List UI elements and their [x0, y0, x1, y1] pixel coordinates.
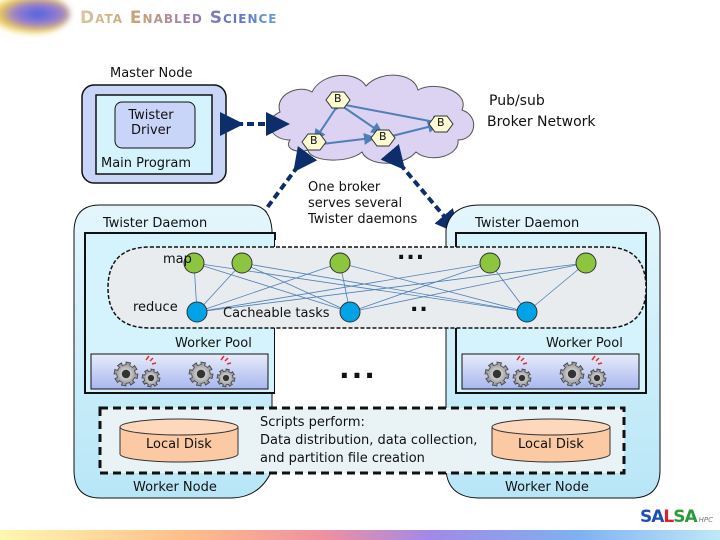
task-link [526, 262, 587, 313]
gear-icon [512, 368, 532, 388]
middle-ellipsis: ... [339, 352, 377, 385]
map-task-node [575, 252, 597, 274]
task-links [193, 262, 587, 313]
twister-daemon-left-label: Twister Daemon [103, 216, 208, 231]
gear-icon [484, 361, 510, 387]
map-label: map [163, 252, 192, 267]
broker-network-label: Pub/sub Broker Network [487, 91, 596, 133]
broker-node [325, 91, 351, 109]
gear-icon [587, 368, 607, 388]
broker-connections [220, 112, 460, 235]
task-link [349, 262, 491, 313]
footer-gradient-strip [0, 530, 720, 540]
broker-label: B [310, 134, 318, 147]
scripts-line3: and partition file creation [260, 451, 425, 466]
gear-icon [216, 368, 236, 388]
reduce-task-node [516, 301, 538, 323]
task-link [241, 262, 528, 313]
footer-logo-part2: L [663, 507, 674, 527]
reduce-task-node [339, 301, 361, 323]
task-link [196, 262, 587, 313]
gear-icon [113, 361, 139, 387]
broker-daemon-left-arrow [247, 146, 318, 235]
reduce-label: reduce [133, 300, 178, 315]
worker-pool-left-label: Worker Pool [175, 336, 252, 351]
worker-node-right-label: Worker Node [505, 480, 589, 495]
map-task-node [183, 252, 205, 274]
map-task-node [231, 252, 253, 274]
broker-label: B [334, 92, 342, 105]
footer-logo-suffix: HPC [698, 516, 714, 524]
gear-icon [188, 361, 214, 387]
broker-network-line2: Broker Network [487, 114, 596, 130]
reduce-ellipsis: .. [410, 292, 429, 317]
twister-driver-label: Twister Driver [126, 108, 176, 138]
twister-driver-box [114, 101, 196, 149]
local-disk-left [119, 418, 239, 463]
header-title: Data Enabled Science [80, 8, 278, 28]
cacheable-tasks-label: Cacheable tasks [223, 306, 330, 321]
local-disk-right-label: Local Disk [518, 437, 584, 452]
footer-logo-part3: SA [673, 507, 697, 527]
broker-node [370, 129, 396, 147]
gear-icon [559, 361, 585, 387]
broker-label: B [437, 116, 445, 129]
scripts-text: Scripts perform: Data distribution, data… [260, 414, 477, 468]
broker-note-line1: One broker [308, 180, 381, 195]
broker-note-line2: serves several [308, 196, 403, 211]
worker-node-left-label: Worker Node [133, 480, 217, 495]
main-program-label: Main Program [101, 156, 192, 171]
local-disk-right [491, 418, 611, 463]
task-link [349, 262, 587, 313]
task-link [196, 262, 491, 313]
spark-icon [220, 355, 232, 365]
task-link [193, 262, 528, 313]
worker-pool-right-label: Worker Pool [546, 336, 623, 351]
spark-icon [591, 355, 603, 365]
scripts-line2: Data distribution, data collection, [260, 433, 478, 448]
map-task-node [329, 252, 351, 274]
local-disk-left-label: Local Disk [146, 437, 212, 452]
broker-label: B [379, 130, 387, 143]
gear-icon [141, 368, 161, 388]
spark-icon [516, 355, 528, 365]
reduce-task-node [186, 301, 208, 323]
footer-logo-part1: SA [640, 507, 664, 527]
broker-network-line1: Pub/sub [489, 93, 545, 109]
broker-links [313, 96, 444, 151]
task-link [196, 262, 341, 313]
twister-driver-line2: Driver [130, 123, 171, 138]
broker-note: One broker serves several Twister daemon… [308, 180, 417, 228]
twister-driver-line1: Twister [128, 108, 174, 123]
broker-nodes [301, 91, 454, 151]
broker-node [428, 115, 454, 133]
task-link [196, 262, 243, 313]
task-link [241, 262, 351, 313]
task-link [193, 262, 351, 313]
scripts-line1: Scripts perform: [260, 415, 365, 430]
broker-note-line3: Twister daemons [308, 212, 418, 227]
broker-daemon-right-arrow [380, 144, 460, 235]
map-task-node [479, 252, 501, 274]
map-ellipsis: ... [397, 240, 426, 265]
task-link [339, 262, 528, 313]
spark-icon [145, 355, 157, 365]
master-node-label: Master Node [110, 66, 193, 81]
twister-daemon-right-label: Twister Daemon [475, 216, 580, 231]
